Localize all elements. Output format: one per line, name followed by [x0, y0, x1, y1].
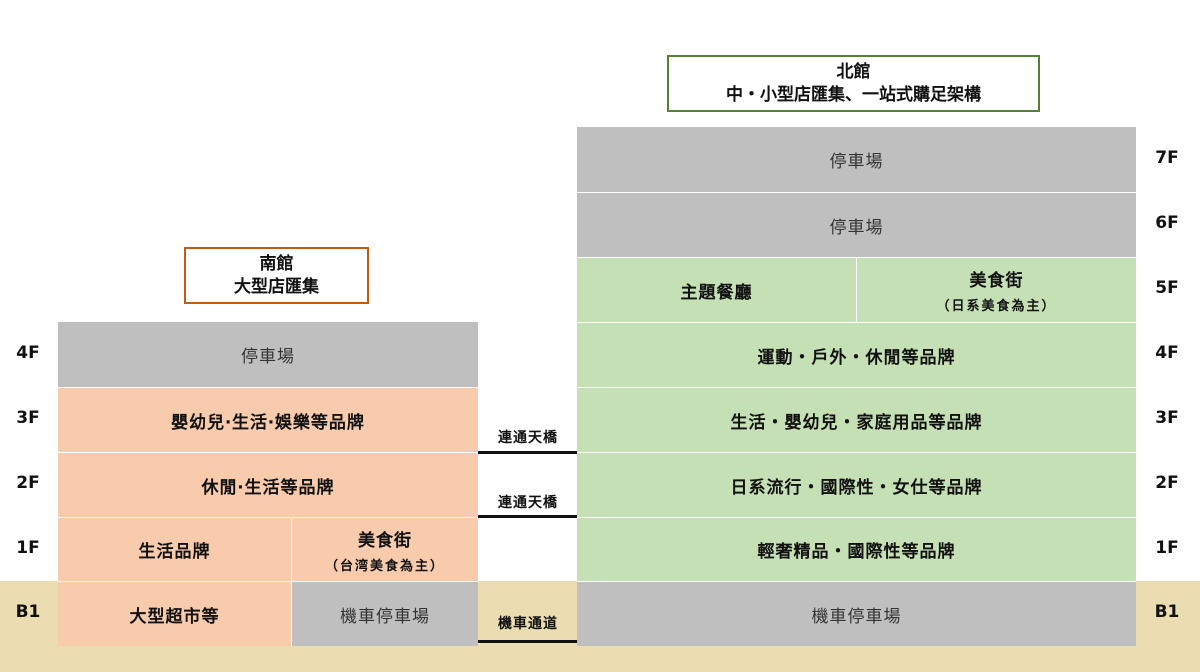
- south-4f-parking: 停車場: [58, 322, 478, 387]
- north-7f-label: 停車場: [829, 152, 884, 172]
- south-1f-left-label: 生活品牌: [138, 542, 211, 562]
- floor-label-right-1f: 1F: [1155, 538, 1179, 558]
- north-5f-right: 美食街 （日系美食為主）: [856, 257, 1136, 322]
- floor-label-right-7f: 7F: [1155, 148, 1179, 168]
- south-b1-right-label: 機車停車場: [340, 606, 430, 627]
- floor-label-left-4f: 4F: [16, 343, 40, 363]
- north-2f-label: 日系流行・國際性・女仕等品牌: [730, 477, 983, 498]
- floor-label-left-1f: 1F: [16, 538, 40, 558]
- north-6f-parking: 停車場: [577, 192, 1136, 257]
- south-4f-label: 停車場: [241, 347, 295, 367]
- floor-label-left-2f: 2F: [16, 473, 40, 493]
- floor-label-right-3f: 3F: [1155, 408, 1179, 428]
- north-5f-left: 主題餐廳: [577, 257, 856, 322]
- floor-label-right-5f: 5F: [1155, 278, 1179, 298]
- north-5f-foodcourt-title: 美食街: [969, 271, 1024, 291]
- south-hall-title-box: 南館 大型店匯集: [184, 247, 369, 304]
- north-5f-foodcourt-sub: （日系美食為主）: [936, 299, 1057, 314]
- south-1f-left: 生活品牌: [58, 517, 291, 581]
- south-b1-left-label: 大型超市等: [129, 606, 220, 627]
- north-4f: 運動・戶外・休閒等品牌: [577, 322, 1136, 387]
- north-b1-label: 機車停車場: [811, 606, 902, 627]
- south-1f-foodcourt-sub: （台湾美食為主）: [324, 558, 445, 574]
- bridge-2f-label: 連通天橋: [498, 495, 558, 511]
- north-2f: 日系流行・國際性・女仕等品牌: [577, 452, 1136, 517]
- north-3f: 生活・嬰幼兒・家庭用品等品牌: [577, 387, 1136, 452]
- tunnel-b1-label: 機車通道: [498, 616, 558, 632]
- floor-label-right-b1: B1: [1154, 602, 1180, 622]
- floor-label-left-3f: 3F: [16, 408, 40, 428]
- south-hall-title: 南館: [259, 253, 294, 274]
- floor-label-left-b1: B1: [15, 602, 41, 622]
- north-4f-label: 運動・戶外・休閒等品牌: [757, 347, 956, 368]
- north-5f-left-label: 主題餐廳: [680, 282, 753, 303]
- south-3f-label: 嬰幼兒‧生活‧娛樂等品牌: [171, 412, 365, 433]
- south-b1-left: 大型超市等: [58, 581, 291, 646]
- north-hall-subtitle: 中・小型店匯集、一站式購足架構: [726, 84, 981, 105]
- tunnel-b1-line: [478, 640, 577, 643]
- south-2f-label: 休閒‧生活等品牌: [201, 477, 335, 498]
- south-1f-right: 美食街 （台湾美食為主）: [291, 517, 478, 581]
- bridge-2f-line: [478, 515, 577, 518]
- north-hall-title-box: 北館 中・小型店匯集、一站式購足架構: [667, 55, 1040, 112]
- bridge-3f-line: [478, 451, 577, 454]
- floor-label-right-6f: 6F: [1155, 213, 1179, 233]
- south-b1-right: 機車停車場: [291, 581, 478, 646]
- north-b1-parking: 機車停車場: [577, 581, 1136, 646]
- north-1f: 輕奢精品・國際性等品牌: [577, 517, 1136, 581]
- floor-label-right-2f: 2F: [1155, 473, 1179, 493]
- north-3f-label: 生活・嬰幼兒・家庭用品等品牌: [730, 412, 983, 433]
- south-2f: 休閒‧生活等品牌: [58, 452, 478, 517]
- north-6f-label: 停車場: [829, 217, 884, 238]
- north-1f-label: 輕奢精品・國際性等品牌: [757, 542, 956, 562]
- north-hall-title: 北館: [836, 61, 871, 82]
- south-hall-subtitle: 大型店匯集: [234, 276, 319, 297]
- north-7f-parking: 停車場: [577, 127, 1136, 192]
- floor-label-right-4f: 4F: [1155, 343, 1179, 363]
- bridge-3f-label: 連通天橋: [498, 430, 558, 446]
- south-1f-foodcourt-title: 美食街: [358, 530, 412, 551]
- south-3f: 嬰幼兒‧生活‧娛樂等品牌: [58, 387, 478, 452]
